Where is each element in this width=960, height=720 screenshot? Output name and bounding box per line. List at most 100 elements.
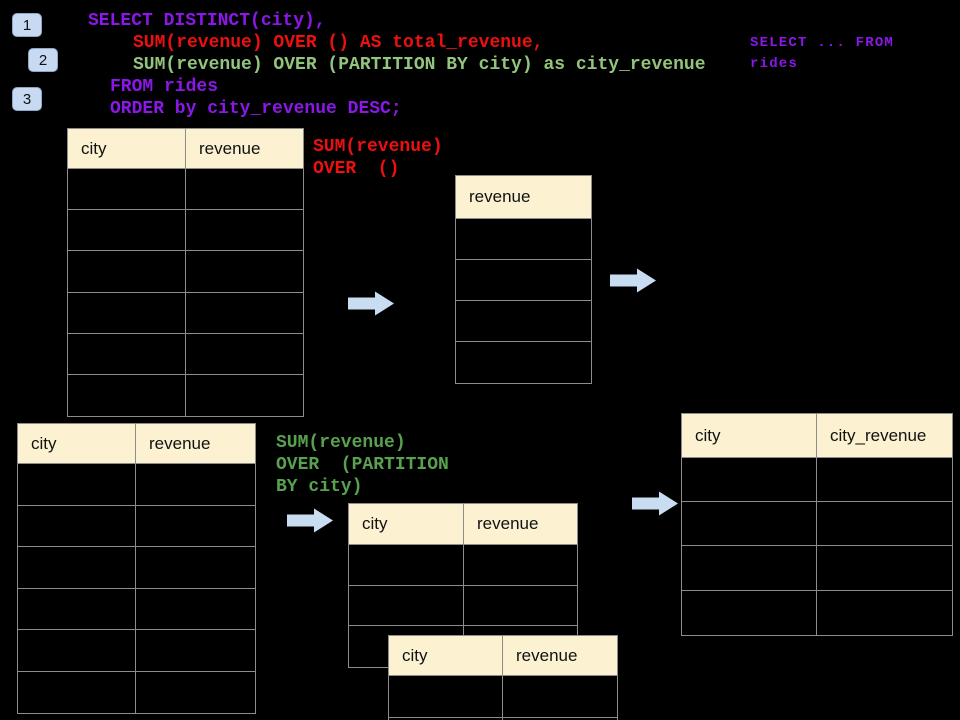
table-cell xyxy=(349,545,464,585)
annotation-total-line2: OVER () xyxy=(313,159,400,179)
table-cell xyxy=(68,333,186,374)
table-row xyxy=(456,342,591,383)
table-cell xyxy=(68,292,186,333)
sql-line-sum-over: SUM(revenue) OVER () AS total_revenue, xyxy=(133,33,544,53)
column-header-revenue: revenue xyxy=(469,187,531,206)
table-row xyxy=(18,630,255,672)
arrow-right-icon xyxy=(610,268,656,293)
table-cell xyxy=(186,293,303,333)
table-cell xyxy=(186,375,303,416)
table-cell xyxy=(18,671,136,713)
sql-line-partition: SUM(revenue) OVER (PARTITION BY city) as… xyxy=(133,55,706,75)
table-cell xyxy=(136,464,255,505)
table-cell xyxy=(68,374,186,417)
table-source-top: city revenue xyxy=(67,128,304,418)
table-row xyxy=(18,547,255,589)
table-cell xyxy=(464,586,577,626)
annotation-total-revenue: SUM(revenue)OVER () xyxy=(313,136,443,180)
table-row xyxy=(682,546,952,591)
table-row xyxy=(456,301,591,342)
arrow-right-icon xyxy=(348,291,394,316)
table-row xyxy=(389,676,617,718)
table-row xyxy=(18,464,255,506)
table-cell xyxy=(349,585,464,625)
table-cell xyxy=(456,301,591,341)
table-cell xyxy=(456,219,591,259)
column-header-city: city xyxy=(68,129,186,168)
table-cell xyxy=(136,589,255,630)
column-header-revenue: revenue xyxy=(149,433,211,453)
table-row xyxy=(456,219,591,260)
table-row xyxy=(682,502,952,547)
table-cell xyxy=(456,260,591,300)
table-row xyxy=(68,210,303,252)
step-badge-2: 2 xyxy=(28,48,58,72)
sql-line-order-by: ORDER by city_revenue DESC; xyxy=(110,99,402,119)
table-header-row: city revenue xyxy=(68,129,303,169)
table-cell xyxy=(817,591,952,635)
table-cell xyxy=(389,718,503,720)
table-cell xyxy=(18,464,136,505)
table-total-revenue: revenue xyxy=(455,175,592,384)
table-cell xyxy=(136,672,255,714)
table-row xyxy=(349,585,577,626)
table-cell xyxy=(18,630,136,671)
arrow-right-icon xyxy=(287,508,333,533)
table-cell xyxy=(136,630,255,671)
annotation-partition-line1: SUM(revenue) xyxy=(276,433,406,453)
table-cell xyxy=(817,458,952,501)
column-header-city: city xyxy=(349,504,464,544)
table-header-row: city revenue xyxy=(349,504,577,545)
column-header-revenue: revenue xyxy=(477,514,539,533)
arrow-right-icon xyxy=(632,491,678,516)
table-cell xyxy=(503,676,617,717)
table-row xyxy=(18,505,255,547)
table-row xyxy=(68,333,303,375)
table-partition-front: city revenue xyxy=(388,635,618,720)
step-badge-1: 1 xyxy=(12,13,42,37)
table-row xyxy=(456,260,591,301)
table-cell xyxy=(18,505,136,546)
table-cell xyxy=(68,169,186,210)
step-badge-3: 3 xyxy=(12,87,42,111)
table-row xyxy=(389,718,617,720)
table-cell xyxy=(817,546,952,589)
table-row xyxy=(68,251,303,293)
table-row xyxy=(68,292,303,334)
table-cell xyxy=(68,210,186,251)
table-row xyxy=(349,545,577,586)
annotation-total-line1: SUM(revenue) xyxy=(313,137,443,157)
table-cell xyxy=(456,342,591,383)
sql-line-select: SELECT DISTINCT(city), xyxy=(88,11,326,31)
column-header-revenue: revenue xyxy=(516,645,578,665)
table-cell xyxy=(389,676,503,717)
table-row xyxy=(682,590,952,635)
column-header-city: city xyxy=(682,414,817,457)
table-row xyxy=(68,374,303,417)
table-cell xyxy=(817,502,952,545)
table-cell xyxy=(682,590,817,635)
table-cell xyxy=(136,506,255,547)
table-cell xyxy=(186,334,303,374)
table-row xyxy=(682,458,952,503)
column-header-city: city xyxy=(389,636,503,675)
table-cell xyxy=(682,546,817,590)
table-cell xyxy=(18,547,136,588)
table-header-row: revenue xyxy=(456,176,591,219)
side-note-line1: SELECT ... FROM xyxy=(750,35,895,51)
table-row xyxy=(18,671,255,714)
sql-line-from: FROM rides xyxy=(110,77,219,97)
table-header-row: city revenue xyxy=(389,636,617,676)
table-cell xyxy=(186,210,303,250)
annotation-partition-line2: OVER (PARTITION xyxy=(276,455,449,475)
table-row xyxy=(68,169,303,211)
column-header-revenue: revenue xyxy=(199,138,261,158)
table-cell xyxy=(682,458,817,502)
